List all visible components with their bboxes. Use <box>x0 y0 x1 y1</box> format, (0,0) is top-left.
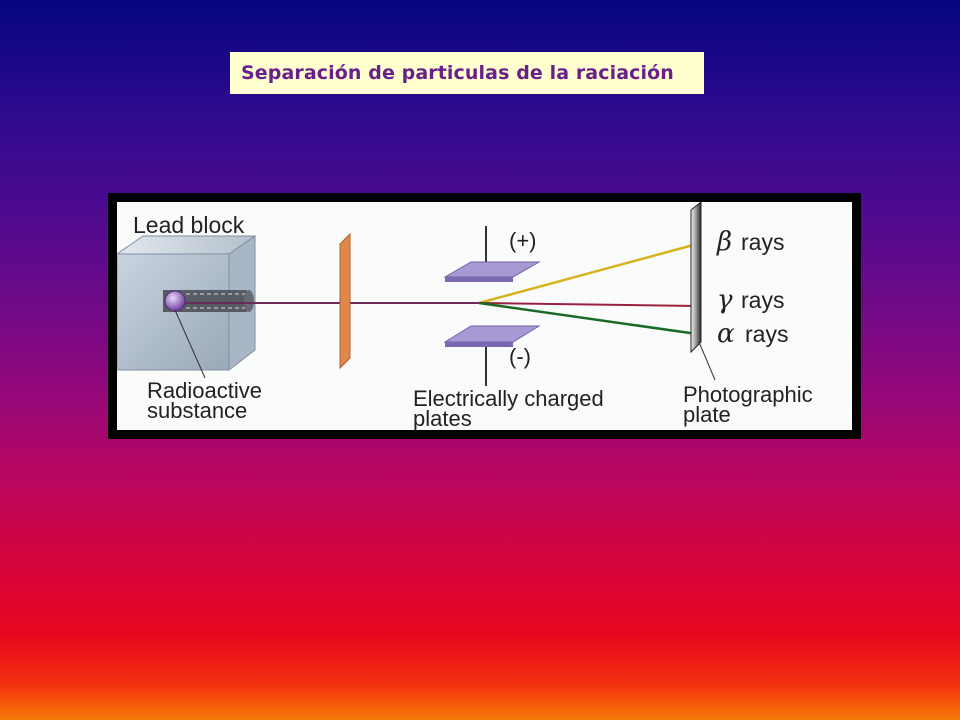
lead-block-label: Lead block <box>133 212 245 238</box>
photographic-plate <box>690 202 702 354</box>
radioactive-label-line2: substance <box>147 398 247 423</box>
beta-rays-word: rays <box>741 229 784 255</box>
aperture-plate <box>339 232 351 370</box>
gamma-rays-word: rays <box>741 287 784 313</box>
radiation-diagram-frame: Lead block Radioactive substance (+) (-) <box>108 193 861 439</box>
plates-label-line1: Electrically charged <box>413 386 604 411</box>
photo-label-line1: Photographic <box>683 382 813 407</box>
gamma-ray <box>478 302 698 307</box>
beta-symbol: β <box>716 227 732 257</box>
alpha-symbol: α <box>717 319 735 349</box>
substance-pointer-line <box>174 309 206 379</box>
photo-pointer-line <box>698 341 716 381</box>
radioactive-label-line1: Radioactive <box>147 378 262 403</box>
plus-label: (+) <box>509 228 537 253</box>
radiation-separation-diagram: Lead block Radioactive substance (+) (-) <box>117 202 852 430</box>
radioactive-substance <box>164 290 186 312</box>
alpha-rays-word: rays <box>745 321 788 347</box>
beta-ray <box>478 242 698 305</box>
minus-label: (-) <box>509 344 531 369</box>
slide-title: Separación de particulas de la raciación <box>241 62 674 84</box>
alpha-ray <box>478 301 698 336</box>
lead-block <box>117 235 257 372</box>
photo-label-line2: plate <box>683 402 731 427</box>
slide-title-box: Separación de particulas de la raciación <box>230 52 704 94</box>
gamma-symbol: γ <box>717 285 733 315</box>
charged-plate-negative <box>443 325 541 386</box>
plates-label-line2: plates <box>413 406 472 430</box>
charged-plate-positive <box>443 226 541 282</box>
